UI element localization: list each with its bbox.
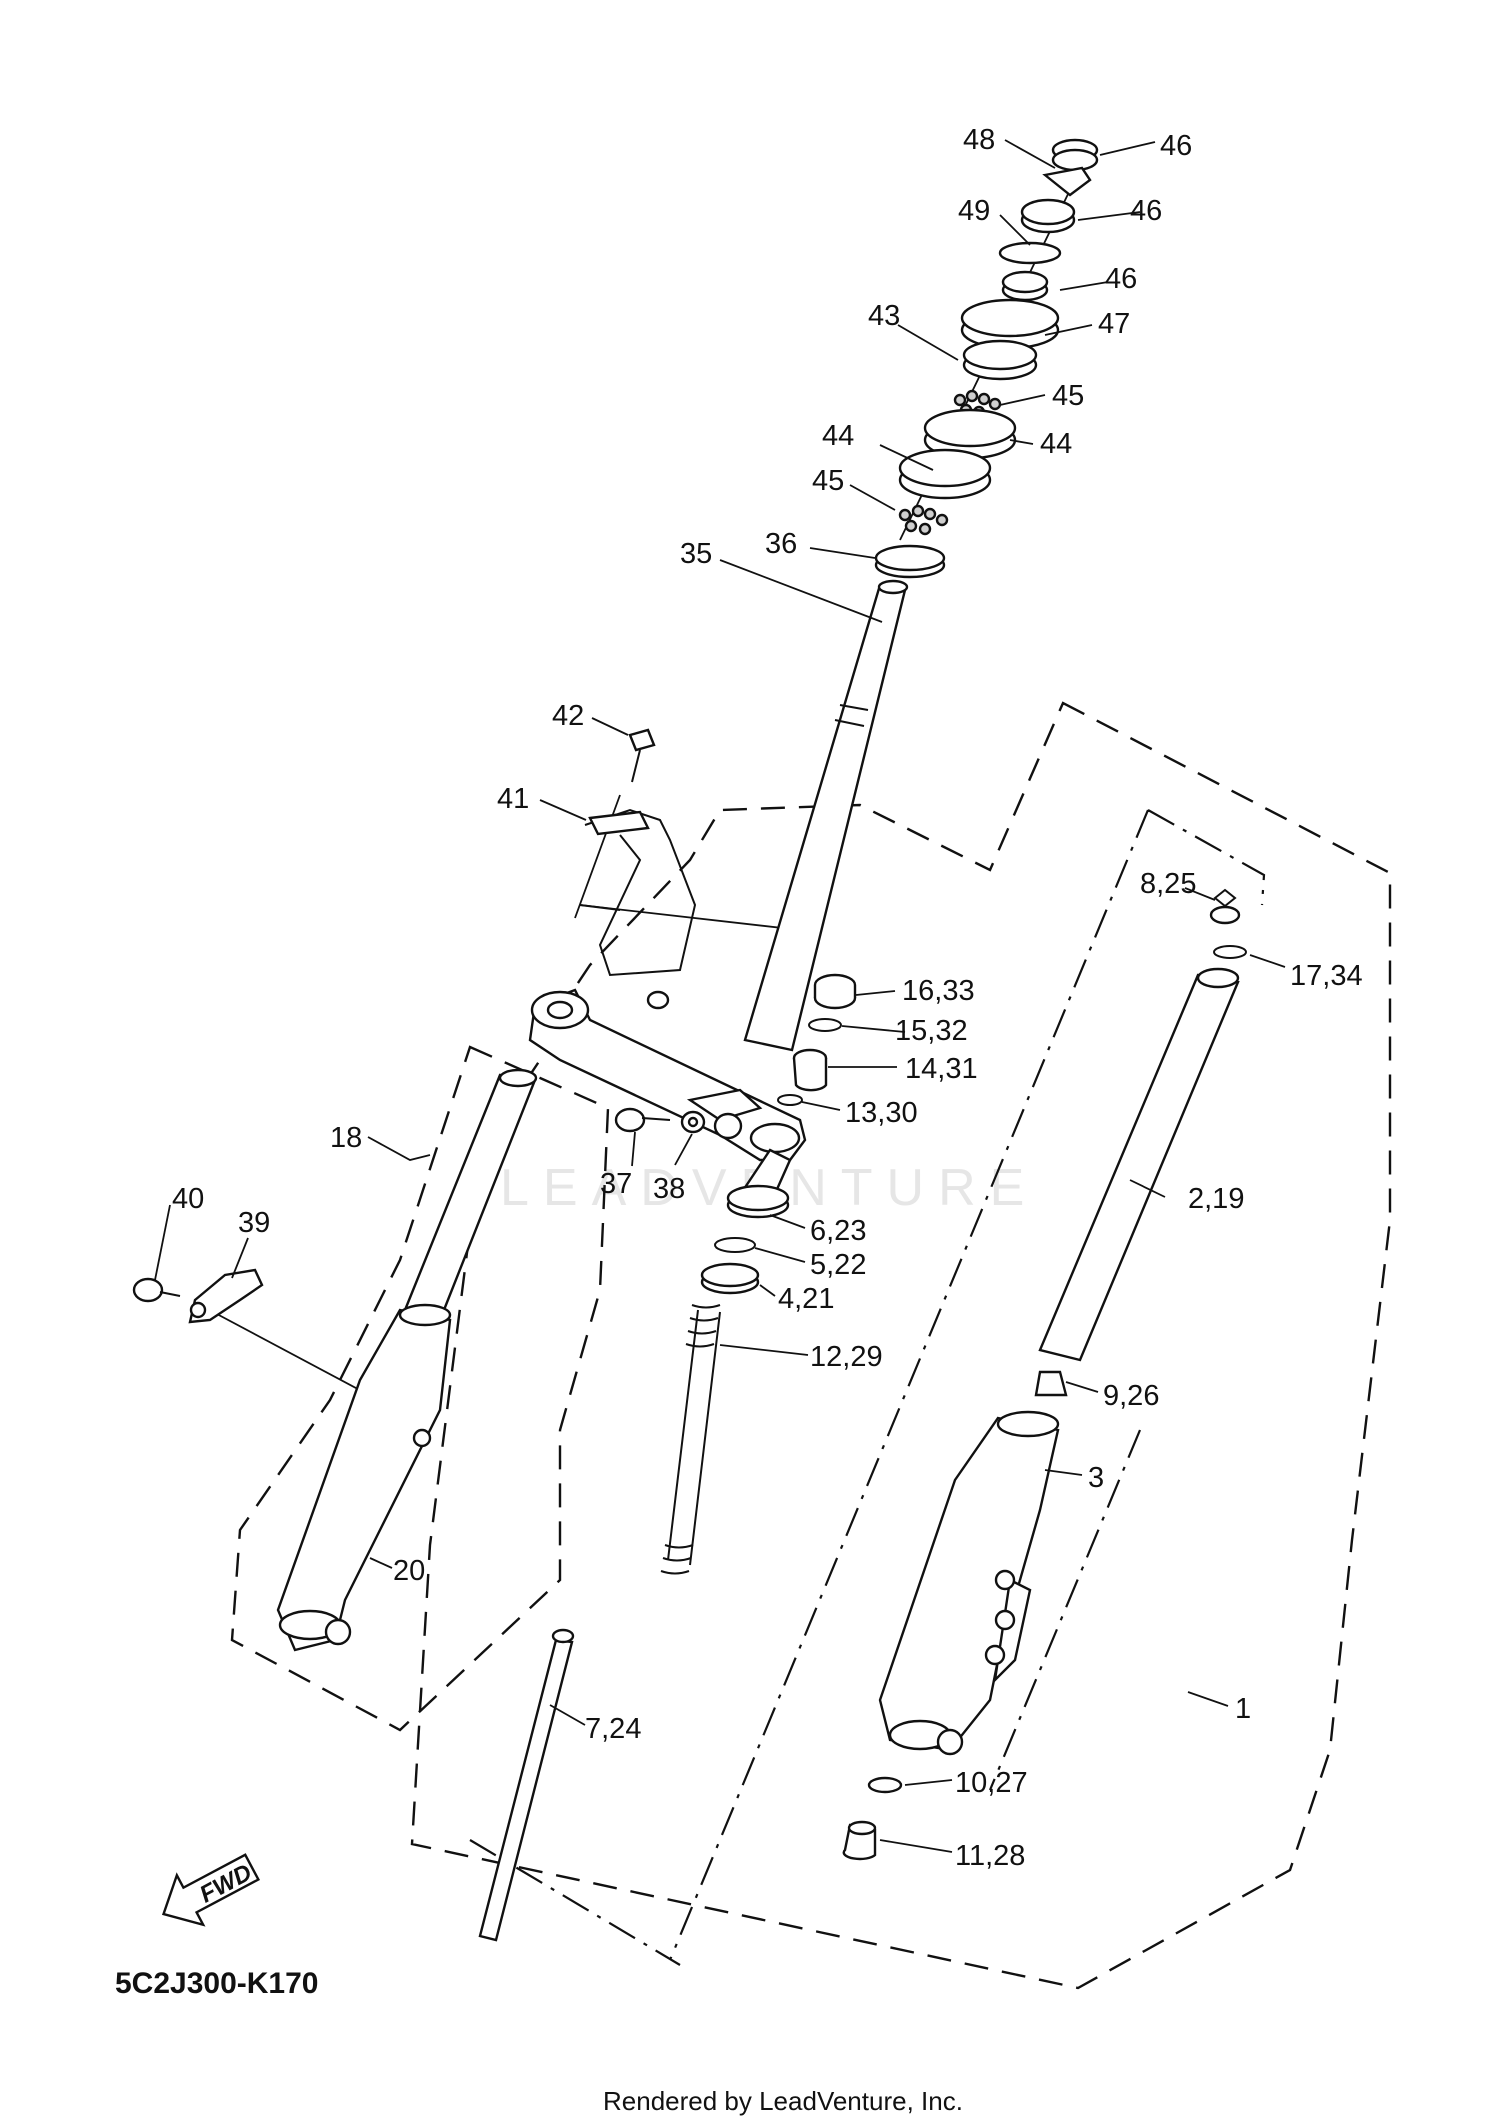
render-credit: Rendered by LeadVenture, Inc. <box>603 2086 963 2116</box>
label-43: 43 <box>868 300 900 332</box>
label-49: 49 <box>958 195 990 227</box>
label-40: 40 <box>172 1183 204 1215</box>
label-39: 39 <box>238 1207 270 1239</box>
label-46: 46 <box>1130 195 1162 227</box>
label-47: 47 <box>1098 308 1130 340</box>
label-14-31: 14,31 <box>905 1053 978 1085</box>
label-10-27: 10,27 <box>955 1767 1028 1799</box>
label-4-21: 4,21 <box>778 1283 834 1315</box>
label-17-34: 17,34 <box>1290 960 1363 992</box>
label-45: 45 <box>1052 380 1084 412</box>
leader-lines <box>154 139 1286 1853</box>
label-3: 3 <box>1088 1462 1104 1494</box>
fork-spring <box>660 1304 721 1575</box>
fwd-arrow: FWD <box>161 1853 261 1927</box>
label-12-29: 12,29 <box>810 1341 883 1373</box>
fork-left <box>276 1068 538 1652</box>
label-46: 46 <box>1160 130 1192 162</box>
label-44: 44 <box>1040 428 1072 460</box>
label-36: 36 <box>765 528 797 560</box>
steering-stack <box>874 138 1099 579</box>
label-13-30: 13,30 <box>845 1097 918 1129</box>
label-48: 48 <box>963 124 995 156</box>
label-41: 41 <box>497 783 529 815</box>
assembly-1-boundary <box>410 701 1392 1990</box>
assembly-18-boundary <box>230 1045 610 1732</box>
label-18: 18 <box>330 1122 362 1154</box>
label-8-25: 8,25 <box>1140 868 1196 900</box>
clamp-bolt-37 <box>614 1107 743 1140</box>
label-38: 38 <box>653 1173 685 1205</box>
label-5-22: 5,22 <box>810 1249 866 1281</box>
drain-bolt <box>842 1776 903 1861</box>
label-1: 1 <box>1235 1693 1251 1725</box>
label-37: 37 <box>600 1168 632 1200</box>
fork-axis-line <box>469 809 1266 1966</box>
steering-stem <box>743 579 909 1052</box>
label-6-23: 6,23 <box>810 1215 866 1247</box>
reflector-bracket <box>132 1268 264 1324</box>
label-20: 20 <box>393 1555 425 1587</box>
label-15-32: 15,32 <box>895 1015 968 1047</box>
callout-labels: 48 46 49 46 46 43 47 45 44 44 45 36 35 4… <box>172 124 1363 1872</box>
label-7-24: 7,24 <box>585 1713 641 1745</box>
diagram-code: 5C2J300-K170 <box>115 1967 318 2000</box>
label-42: 42 <box>552 700 584 732</box>
inner-tube-right <box>1034 888 1247 1397</box>
label-44: 44 <box>822 420 854 452</box>
label-45: 45 <box>812 465 844 497</box>
label-2-19: 2,19 <box>1188 1183 1244 1215</box>
label-46: 46 <box>1105 263 1137 295</box>
outer-tube-right <box>878 1410 1060 1756</box>
label-35: 35 <box>680 538 712 570</box>
damper-rod <box>478 1628 575 1942</box>
label-16-33: 16,33 <box>902 975 975 1007</box>
label-11-28: 11,28 <box>955 1840 1025 1872</box>
fork-cap-stack <box>700 973 857 1295</box>
brake-hose-guide <box>579 728 697 977</box>
label-9-26: 9,26 <box>1103 1380 1159 1412</box>
